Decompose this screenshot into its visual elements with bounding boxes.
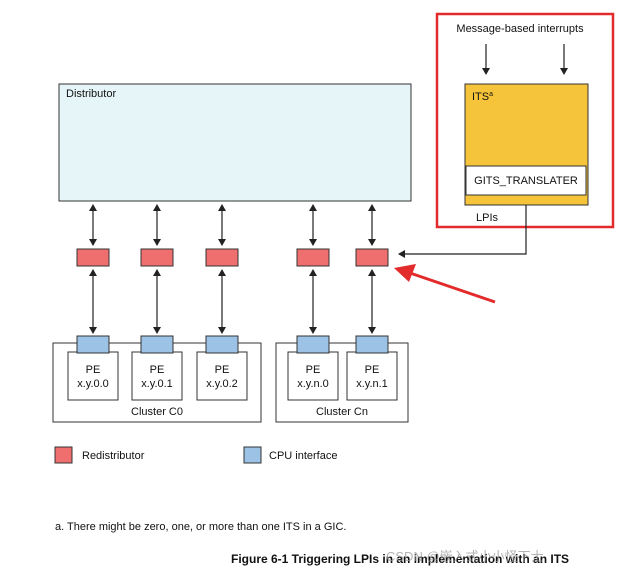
distributor-box <box>58 83 412 202</box>
pe-name-cn-1: PE <box>365 364 380 376</box>
pe-box-c0-0 <box>67 351 119 401</box>
legend-cpu-interface-swatch <box>243 446 262 464</box>
cpu-interface-c0-0 <box>76 335 110 354</box>
pe-box-cn-1 <box>346 351 398 401</box>
redistributor-4 <box>296 248 330 267</box>
gits-translater-box <box>465 165 587 196</box>
redistributor-5 <box>355 248 389 267</box>
cpu-interface-cn-0 <box>296 335 330 354</box>
pe-id-c0-1: x.y.0.1 <box>141 378 173 390</box>
its-label: ITSa <box>472 91 493 103</box>
cluster-c0-label: Cluster C0 <box>131 406 183 418</box>
pe-box-cn-0 <box>287 351 339 401</box>
cpu-interface-cn-1 <box>355 335 389 354</box>
highlight-arrow-shaft <box>409 271 496 304</box>
pe-name-c0-1: PE <box>150 364 165 376</box>
cluster-cn-label: Cluster Cn <box>316 406 368 418</box>
gits-translater-label: GITS_TRANSLATER <box>474 175 578 187</box>
redistributor-3 <box>205 248 239 267</box>
pe-box-c0-1 <box>131 351 183 401</box>
legend-redistributor-swatch <box>54 446 73 464</box>
pe-id-cn-1: x.y.n.1 <box>356 378 388 390</box>
pe-box-c0-2 <box>196 351 248 401</box>
pe-id-cn-0: x.y.n.0 <box>297 378 329 390</box>
legend-redistributor-label: Redistributor <box>82 450 145 462</box>
pe-id-c0-0: x.y.0.0 <box>77 378 109 390</box>
its-highlight-frame <box>435 12 615 229</box>
pe-name-cn-0: PE <box>306 364 321 376</box>
pe-id-c0-2: x.y.0.2 <box>206 378 238 390</box>
footnote: a. There might be zero, one, or more tha… <box>55 521 346 533</box>
redistributor-2 <box>140 248 174 267</box>
highlight-arrow-head <box>394 264 416 282</box>
legend-cpu-interface-label: CPU interface <box>269 450 337 462</box>
redistributor-1 <box>76 248 110 267</box>
figure-caption: Figure 6-1 Triggering LPIs in an impleme… <box>231 552 569 566</box>
pe-name-c0-0: PE <box>86 364 101 376</box>
lpi-route-line <box>398 205 527 258</box>
cpu-interface-c0-1 <box>140 335 174 354</box>
watermark: CSDN @嵌入式小小怪下士 <box>386 549 544 564</box>
message-interrupts-label: Message-based interrupts <box>456 23 584 35</box>
distributor-label: Distributor <box>66 88 116 100</box>
pe-name-c0-2: PE <box>215 364 230 376</box>
lpis-label: LPIs <box>476 212 499 224</box>
cpu-interface-c0-2 <box>205 335 239 354</box>
